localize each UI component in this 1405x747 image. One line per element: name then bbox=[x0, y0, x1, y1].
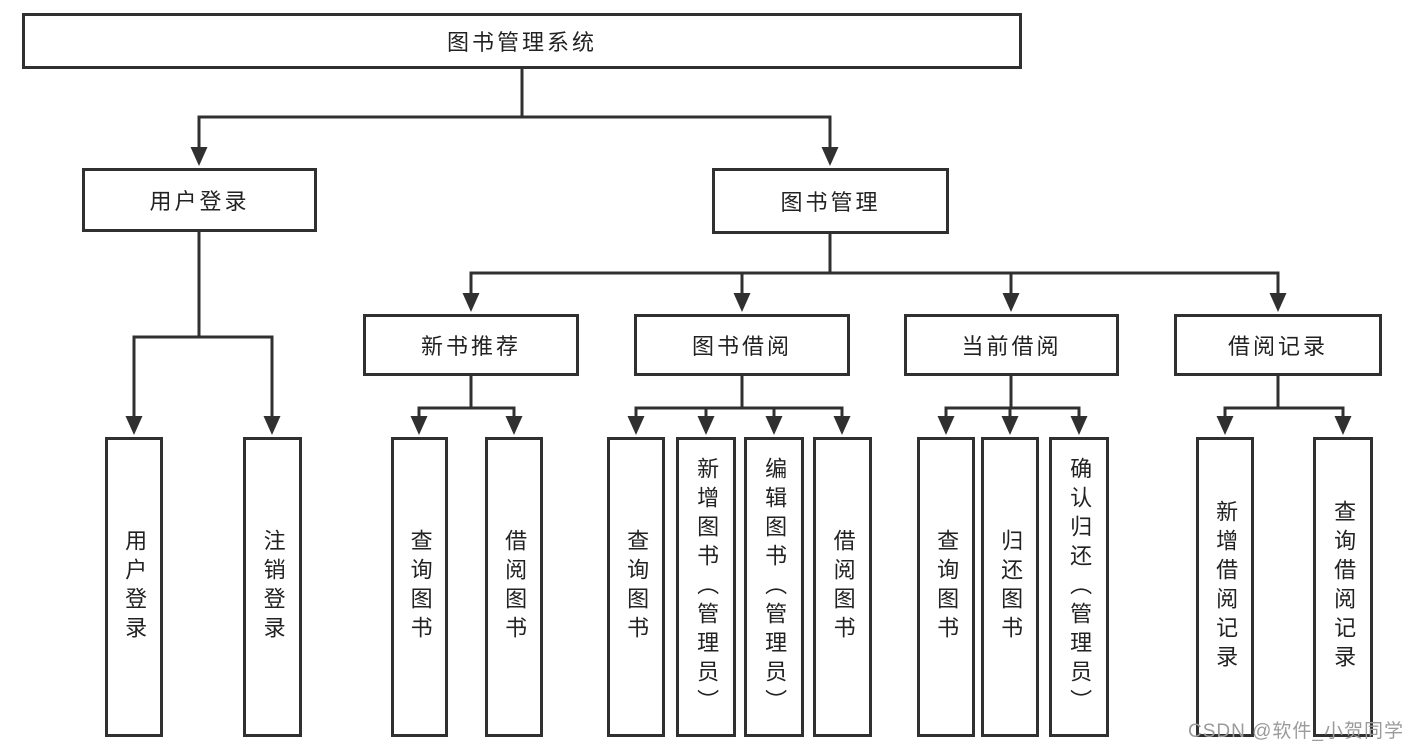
leaf-query-books-recommend: 查询图书 bbox=[391, 437, 448, 737]
node-book-management: 图书管理 bbox=[712, 168, 949, 234]
arrow-down-icon bbox=[697, 416, 715, 435]
arrow-down-icon bbox=[833, 416, 851, 435]
watermark: CSDN @软件_小贺同学 bbox=[1188, 721, 1404, 742]
arrow-down-icon bbox=[462, 293, 480, 312]
node-label: 新书推荐 bbox=[420, 334, 521, 359]
connector-lines bbox=[132, 67, 1345, 421]
node-book-borrowing: 图书借阅 bbox=[634, 314, 850, 376]
node-label: 借阅记录 bbox=[1227, 334, 1328, 359]
node-label: 查询图书 bbox=[934, 529, 960, 645]
node-label: 图书管理系统 bbox=[446, 30, 597, 55]
node-label: 新增借阅记录 bbox=[1213, 500, 1239, 674]
node-label: 借阅图书 bbox=[502, 529, 528, 645]
arrowhead-icons bbox=[125, 147, 1352, 435]
arrow-down-icon bbox=[765, 416, 783, 435]
leaf-query-books-borrowing: 查询图书 bbox=[607, 437, 665, 737]
node-borrowing-records: 借阅记录 bbox=[1174, 314, 1382, 376]
arrow-down-icon bbox=[1070, 416, 1088, 435]
arrow-down-icon bbox=[627, 416, 645, 435]
leaf-confirm-return-admin: 确认归还（管理员） bbox=[1049, 437, 1109, 737]
leaf-borrow-books-recommend: 借阅图书 bbox=[485, 437, 543, 737]
node-label: 编辑图书（管理员） bbox=[762, 456, 788, 718]
node-label: 图书管理 bbox=[780, 190, 881, 215]
node-label: 图书借阅 bbox=[691, 334, 792, 359]
arrow-down-icon bbox=[821, 147, 839, 166]
leaf-user-login: 用户登录 bbox=[105, 437, 163, 737]
leaf-edit-books-admin: 编辑图书（管理员） bbox=[744, 437, 804, 737]
arrow-down-icon bbox=[1269, 293, 1287, 312]
node-label: 用户登录 bbox=[149, 189, 250, 214]
arrow-down-icon bbox=[937, 416, 955, 435]
node-label: 新增图书（管理员） bbox=[694, 456, 720, 718]
leaf-borrow-books-borrowing: 借阅图书 bbox=[813, 437, 872, 737]
node-current-borrowing: 当前借阅 bbox=[904, 314, 1119, 376]
node-label: 用户登录 bbox=[122, 529, 148, 645]
arrow-down-icon bbox=[410, 416, 428, 435]
arrow-down-icon bbox=[263, 416, 281, 435]
arrow-down-icon bbox=[1216, 416, 1234, 435]
arrow-down-icon bbox=[505, 416, 523, 435]
leaf-add-borrow-record: 新增借阅记录 bbox=[1196, 437, 1254, 737]
leaf-logout: 注销登录 bbox=[243, 437, 302, 737]
node-label: 查询图书 bbox=[407, 529, 433, 645]
node-user-login: 用户登录 bbox=[82, 168, 317, 232]
arrow-down-icon bbox=[1002, 293, 1020, 312]
leaf-query-books-current: 查询图书 bbox=[917, 437, 975, 737]
arrow-down-icon bbox=[1001, 416, 1019, 435]
arrow-down-icon bbox=[733, 293, 751, 312]
node-label: 查询图书 bbox=[624, 529, 650, 645]
arrow-down-icon bbox=[125, 416, 143, 435]
arrow-down-icon bbox=[190, 147, 208, 166]
node-label: 借阅图书 bbox=[830, 529, 856, 645]
node-label: 当前借阅 bbox=[961, 334, 1062, 359]
leaf-add-books-admin: 新增图书（管理员） bbox=[676, 437, 736, 737]
leaf-return-books: 归还图书 bbox=[981, 437, 1039, 737]
node-new-book-recommendation: 新书推荐 bbox=[363, 314, 579, 376]
arrow-down-icon bbox=[1334, 416, 1352, 435]
node-label: 确认归还（管理员） bbox=[1067, 456, 1093, 718]
node-library-management-system: 图书管理系统 bbox=[22, 13, 1022, 69]
node-label: 查询借阅记录 bbox=[1331, 500, 1357, 674]
node-label: 归还图书 bbox=[998, 529, 1024, 645]
node-label: 注销登录 bbox=[260, 529, 286, 645]
leaf-query-borrow-record: 查询借阅记录 bbox=[1313, 437, 1373, 737]
